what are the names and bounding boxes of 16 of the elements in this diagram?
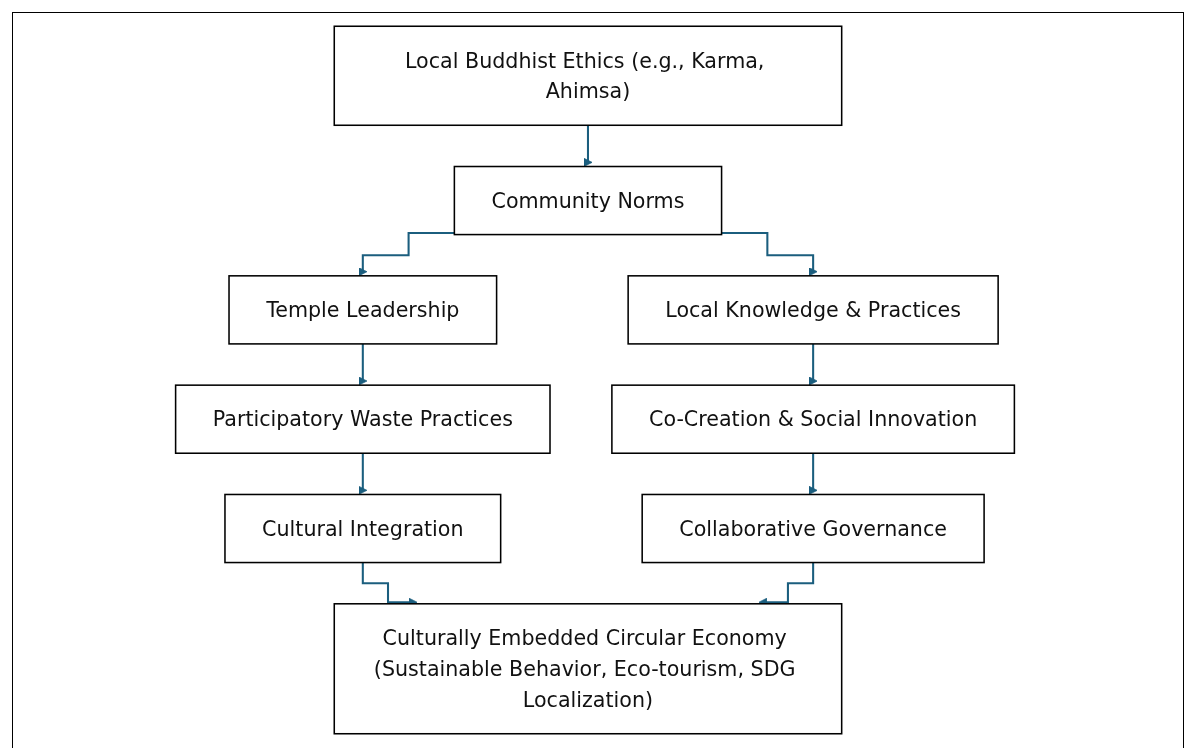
- arrow: [358, 231, 455, 277]
- node-box: Culturally Embedded Circular Economy (Sustainable Behavior, Eco-tourism, SDG Localization): [333, 603, 843, 735]
- node-box: Participatory Waste Practices: [174, 384, 551, 454]
- node-box: Temple Leadership: [228, 275, 498, 345]
- arrow: [358, 452, 368, 495]
- node-box: Community Norms: [453, 165, 723, 236]
- arrow: [721, 231, 818, 277]
- node-box: Co-Creation & Social Innovation: [611, 384, 1016, 454]
- arrow: [358, 342, 368, 386]
- arrow: [808, 452, 818, 495]
- arrow: [808, 342, 818, 386]
- node-box: Collaborative Governance: [641, 493, 985, 564]
- node-box: Local Knowledge & Practices: [627, 275, 999, 345]
- node-box: Local Buddhist Ethics (e.g., Karma, Ahimsa): [333, 25, 843, 127]
- node-box: Cultural Integration: [224, 493, 502, 564]
- arrow: [583, 124, 593, 167]
